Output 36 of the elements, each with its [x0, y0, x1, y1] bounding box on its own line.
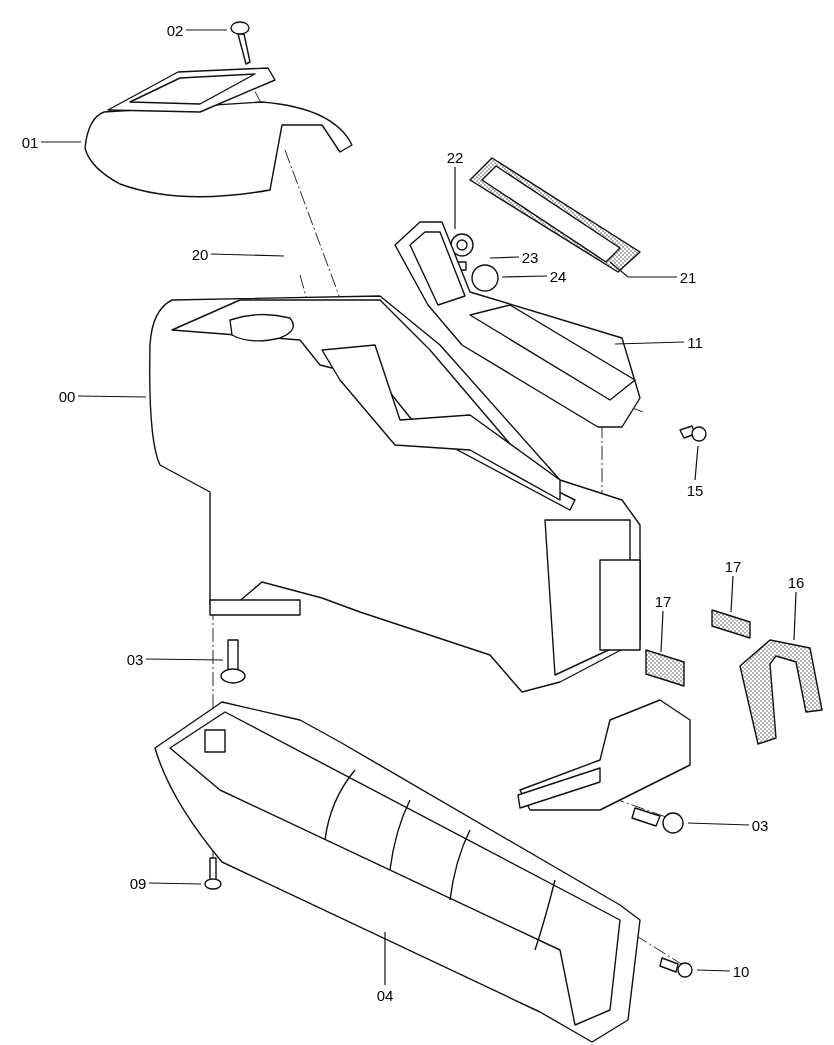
- callout-number: 02: [166, 22, 184, 38]
- callout-number: 03: [751, 817, 769, 833]
- callout-number: 23: [521, 249, 539, 265]
- callout-number: 21: [679, 269, 697, 285]
- callout-number: 15: [686, 482, 704, 498]
- leader-line: [148, 882, 202, 885]
- callout-number: 22: [446, 149, 464, 165]
- leader-line: [609, 261, 678, 278]
- leader-line: [489, 256, 520, 259]
- leader-line: [660, 610, 664, 653]
- callout-number: 00: [58, 388, 76, 404]
- leader-line: [145, 658, 224, 661]
- leader-line: [77, 395, 147, 398]
- callout-number: 20: [191, 246, 209, 262]
- callout-number: 16: [787, 574, 805, 590]
- leader-line: [454, 166, 456, 230]
- leader-line: [793, 591, 797, 641]
- callout-number: 17: [654, 593, 672, 609]
- leader-line: [687, 822, 750, 826]
- leader-line: [614, 341, 685, 345]
- leader-line: [185, 29, 228, 31]
- callout-number: 03: [126, 651, 144, 667]
- callout-number: 10: [732, 963, 750, 979]
- leader-line: [384, 931, 386, 986]
- leader-line: [694, 445, 699, 481]
- callout-number: 17: [724, 558, 742, 574]
- callout-number: 01: [21, 134, 39, 150]
- leader-line: [730, 575, 734, 613]
- callout-number: 24: [549, 268, 567, 284]
- callout-number: 04: [376, 987, 394, 1003]
- leader-line: [501, 275, 548, 278]
- callout-number: 09: [129, 875, 147, 891]
- leader-line: [40, 141, 82, 143]
- leader-line: [696, 969, 731, 972]
- callout-number: 11: [687, 334, 703, 350]
- leader-line: [210, 253, 285, 257]
